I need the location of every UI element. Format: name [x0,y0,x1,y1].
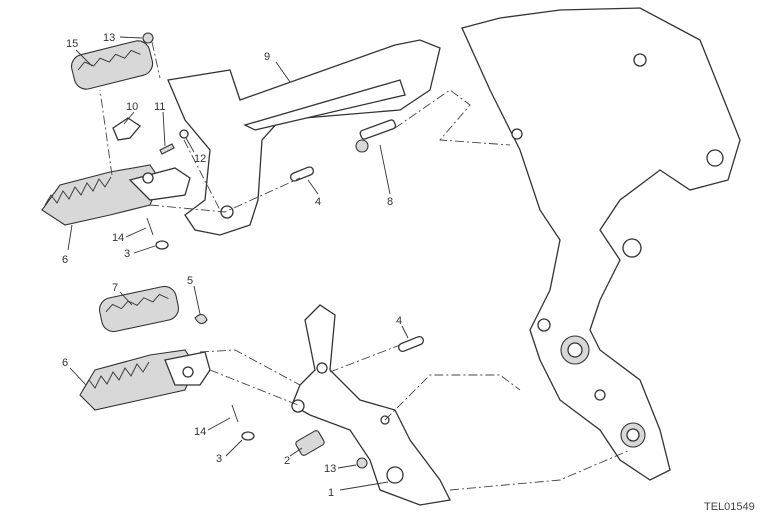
footpeg-rubber-7 [99,285,179,333]
callout-12: 12 [194,153,206,165]
callout-9: 9 [264,51,270,63]
callout-5: 5 [187,275,193,287]
drawing-code: TEL01549 [704,501,755,513]
small-parts [112,32,424,469]
lower-footpeg-bracket [291,304,451,506]
callout-4b: 4 [396,315,402,327]
callout-10: 10 [126,101,138,113]
callout-4: 4 [315,196,321,208]
callout-3: 3 [124,248,130,260]
footpeg-rubber-15 [71,40,154,90]
callout-8: 8 [387,196,393,208]
footpeg-6-upper [41,164,191,226]
callout-6b: 6 [62,357,68,369]
callout-3b: 3 [216,453,222,465]
callout-14b: 14 [194,426,206,438]
callout-15: 15 [66,38,78,50]
leader-lines [67,36,409,491]
callout-14: 14 [112,232,124,244]
frame-part [461,7,741,481]
callout-13b: 13 [324,463,336,475]
footpeg-6-lower [79,349,211,411]
callout-1: 1 [328,487,334,499]
callout-labels: 15 13 9 10 11 12 4 8 6 14 3 7 5 6 4 14 3… [62,32,755,513]
callout-7: 7 [112,282,118,294]
callout-13: 13 [103,32,115,44]
assembly-lines [99,41,631,491]
callout-6: 6 [62,254,68,266]
upper-footpeg-bracket [167,39,441,236]
callout-11: 11 [154,101,165,113]
callout-2: 2 [284,455,290,467]
